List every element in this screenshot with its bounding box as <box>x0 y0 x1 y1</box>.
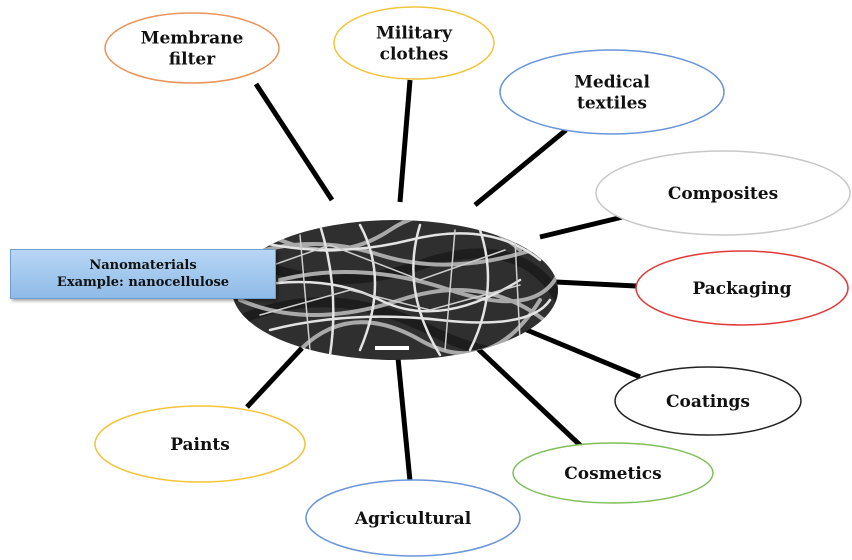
node-cosmetics: Cosmetics <box>513 443 713 503</box>
connector-paints <box>247 348 302 407</box>
node-label-coatings: Coatings <box>666 392 750 412</box>
node-membrane-filter: Membranefilter <box>105 13 279 83</box>
node-label-military-clothes: clothes <box>380 45 449 65</box>
center-title-line2: Example: nanocellulose <box>57 274 229 291</box>
center-title-box: Nanomaterials Example: nanocellulose <box>10 249 276 299</box>
connector-cosmetics <box>475 346 582 447</box>
node-label-agricultural: Agricultural <box>354 509 472 529</box>
connector-membrane-filter <box>256 84 332 200</box>
node-label-medical-textiles: textiles <box>577 94 647 114</box>
node-label-membrane-filter: Membrane <box>141 29 244 49</box>
node-medical-textiles: Medicaltextiles <box>500 50 724 134</box>
node-coatings: Coatings <box>615 367 801 435</box>
node-label-membrane-filter: filter <box>169 50 216 70</box>
node-label-composites: Composites <box>668 184 778 204</box>
center-title-line1: Nanomaterials <box>89 257 196 274</box>
connector-medical-textiles <box>475 130 566 205</box>
node-label-military-clothes: Military <box>376 24 453 44</box>
node-label-packaging: Packaging <box>692 279 791 299</box>
center-sem-image <box>230 214 560 360</box>
connector-military-clothes <box>400 80 410 202</box>
connector-packaging <box>556 282 636 286</box>
node-composites: Composites <box>596 151 850 235</box>
node-military-clothes: Militaryclothes <box>334 7 494 79</box>
node-label-medical-textiles: Medical <box>574 73 650 93</box>
connector-coatings <box>522 328 640 377</box>
node-label-paints: Paints <box>170 435 230 455</box>
node-agricultural: Agricultural <box>306 480 520 556</box>
node-label-cosmetics: Cosmetics <box>564 464 661 484</box>
connector-composites <box>540 215 631 237</box>
node-packaging: Packaging <box>636 251 848 325</box>
connector-agricultural <box>398 358 410 481</box>
node-paints: Paints <box>95 406 305 482</box>
